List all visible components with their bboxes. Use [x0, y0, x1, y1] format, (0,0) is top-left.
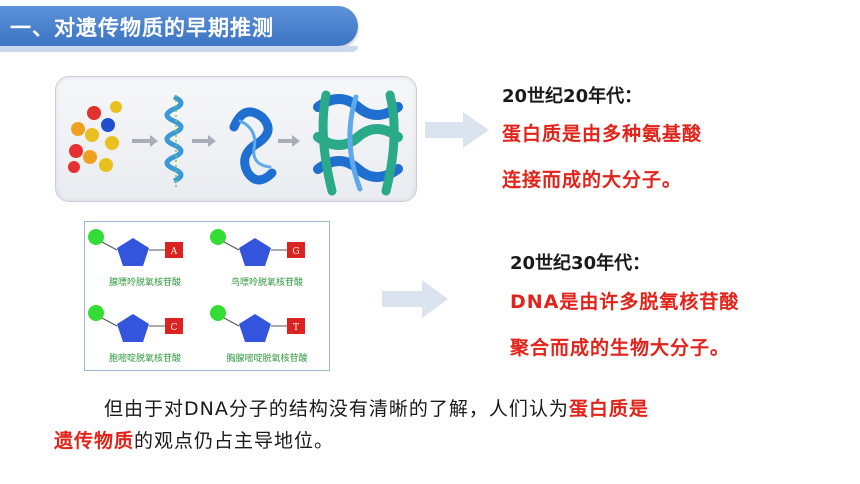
nucleotide-c: C 胞嘧啶脱氧核苷酸 — [85, 298, 205, 370]
conclusion-text-2: 的观点仍占主导地位。 — [134, 430, 335, 452]
nucleotide-name: 鸟嘌呤脱氧核苷酸 — [230, 278, 303, 288]
quaternary-structure — [313, 90, 403, 196]
base-label: A — [170, 247, 178, 257]
base-label: G — [292, 247, 299, 257]
nucleotide-a: A 腺嘌呤脱氧核苷酸 — [85, 222, 205, 294]
era-1920s: 20世纪20年代： — [502, 86, 643, 107]
conclusion-text-1: 但由于对DNA分子的结构没有清晰的了解，人们认为 — [104, 398, 569, 420]
tertiary-structure — [229, 107, 277, 185]
alpha-helix — [164, 94, 184, 189]
amino-acid-cluster — [68, 101, 122, 173]
protein-structure-image — [55, 76, 417, 202]
dna-statement-line-2: 聚合而成的生物大分子。 — [510, 337, 731, 359]
right-arrow-icon — [425, 112, 489, 148]
step-arrow-icon — [132, 135, 158, 147]
title-banner: 一、对遗传物质的早期推测 — [0, 6, 358, 52]
step-arrow-icon — [192, 135, 216, 147]
nucleotide-g: G 鸟嘌呤脱氧核苷酸 — [207, 222, 327, 294]
step-arrow-icon — [278, 135, 300, 147]
right-arrow-icon — [382, 280, 448, 318]
nucleotide-diagram: A 腺嘌呤脱氧核苷酸 G 鸟嘌呤脱氧核苷酸 C 胞嘧啶脱氧核苷酸 — [84, 221, 330, 371]
page-title: 一、对遗传物质的早期推测 — [10, 16, 274, 40]
dna-statement-line-1: DNA是由许多脱氧核苷酸 — [510, 291, 740, 313]
nucleotide-t: T 胸腺嘧啶脱氧核苷酸 — [207, 298, 327, 370]
protein-statement-line-2: 连接而成的大分子。 — [502, 169, 683, 191]
conclusion-highlight-2: 遗传物质 — [54, 430, 135, 452]
conclusion-line-1: 但由于对DNA分子的结构没有清晰的了解，人们认为蛋白质是 — [104, 394, 649, 421]
nucleotide-name: 腺嘌呤脱氧核苷酸 — [108, 278, 181, 288]
era-1930s: 20世纪30年代： — [510, 253, 651, 274]
base-label: C — [171, 323, 178, 333]
conclusion-highlight-1: 蛋白质是 — [568, 398, 649, 420]
nucleotide-name: 胸腺嘧啶脱氧核苷酸 — [226, 354, 308, 364]
conclusion-line-2: 遗传物质的观点仍占主导地位。 — [54, 426, 334, 453]
nucleotide-name: 胞嘧啶脱氧核苷酸 — [108, 354, 181, 364]
protein-statement-line-1: 蛋白质是由多种氨基酸 — [502, 123, 703, 145]
base-label: T — [293, 323, 299, 333]
